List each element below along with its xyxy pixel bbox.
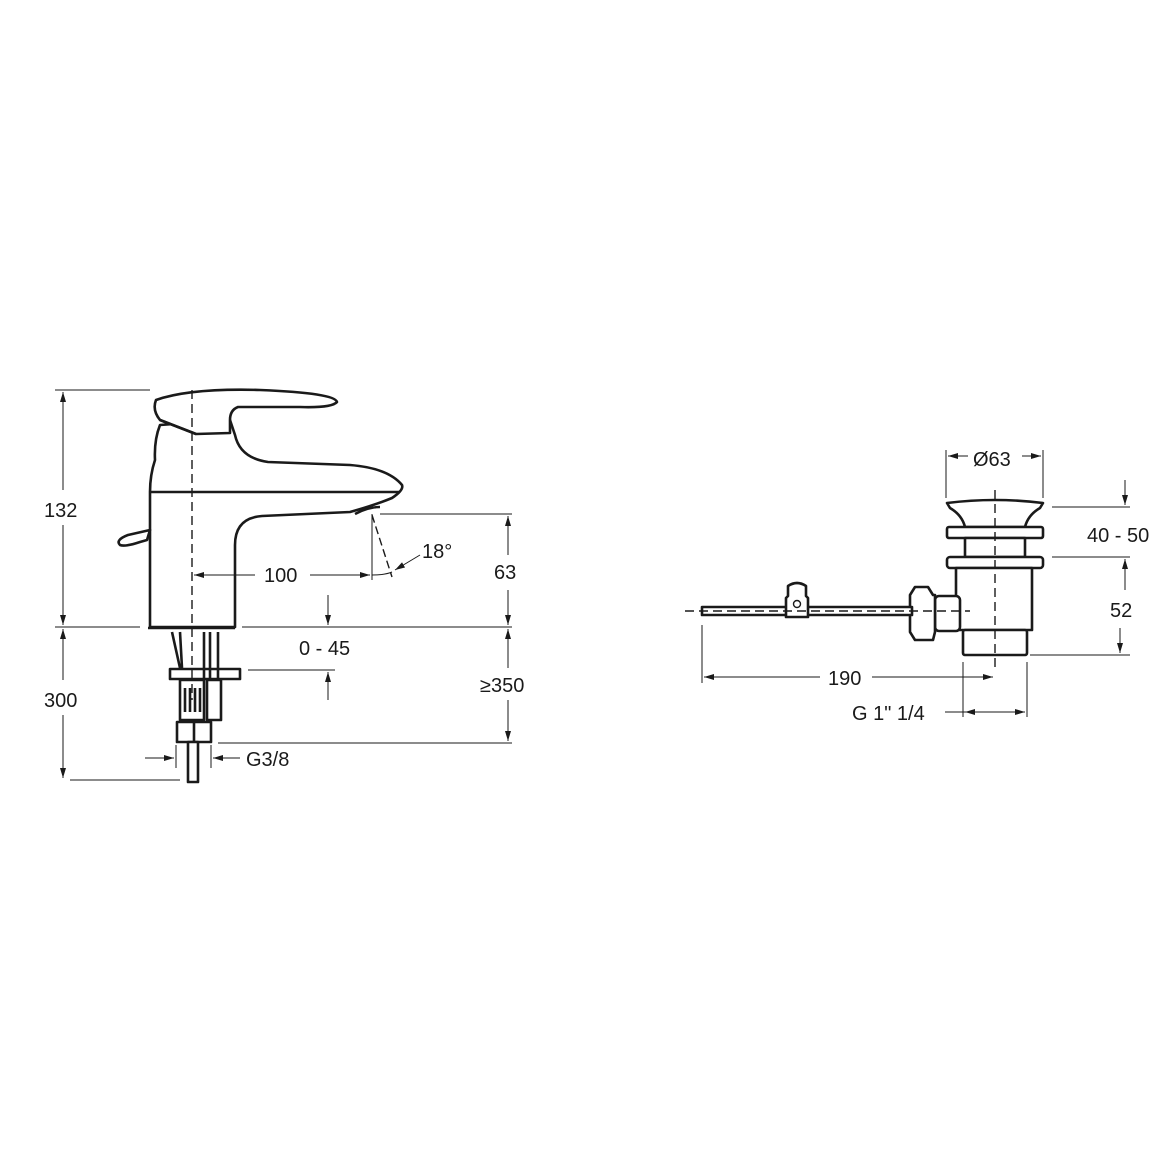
aerator bbox=[354, 505, 381, 516]
rod-housing bbox=[933, 594, 962, 633]
dim-pop-up-travel: 40 - 50 bbox=[1087, 525, 1149, 547]
dim-drain-diameter: Ø63 bbox=[973, 449, 1011, 471]
drain-body bbox=[954, 566, 1034, 632]
rod-nut bbox=[908, 585, 937, 642]
dim-rod-length: 190 bbox=[828, 668, 861, 690]
dim-spout-reach: 100 bbox=[264, 565, 297, 587]
drain-drawing: Ø63 40 - 50 52 190 G 1" 1/4 bbox=[685, 449, 1149, 725]
dim-spout-angle: 18° bbox=[422, 541, 452, 563]
drain-cap bbox=[945, 498, 1045, 529]
dim-deck-thickness: 0 - 45 bbox=[299, 638, 350, 660]
dim-spout-height: 63 bbox=[494, 562, 516, 584]
faucet-dimensions bbox=[55, 389, 512, 781]
popup-lever bbox=[117, 528, 152, 547]
stud bbox=[205, 678, 223, 722]
dim-hose-length: ≥350 bbox=[480, 675, 524, 697]
drain-dimensions bbox=[701, 450, 1130, 717]
dim-below-deck: 300 bbox=[44, 690, 77, 712]
hose bbox=[186, 740, 200, 784]
dim-connection: G3/8 bbox=[246, 749, 289, 771]
dim-body-height: 52 bbox=[1110, 600, 1132, 622]
faucet-drawing: 132 300 63 ≥350 100 18° 0 - 45 G3/8 bbox=[44, 388, 524, 784]
faucet-body bbox=[148, 418, 404, 629]
dim-thread: G 1" 1/4 bbox=[852, 703, 925, 725]
dim-total-height: 132 bbox=[44, 500, 77, 522]
lever-handle bbox=[153, 388, 339, 436]
